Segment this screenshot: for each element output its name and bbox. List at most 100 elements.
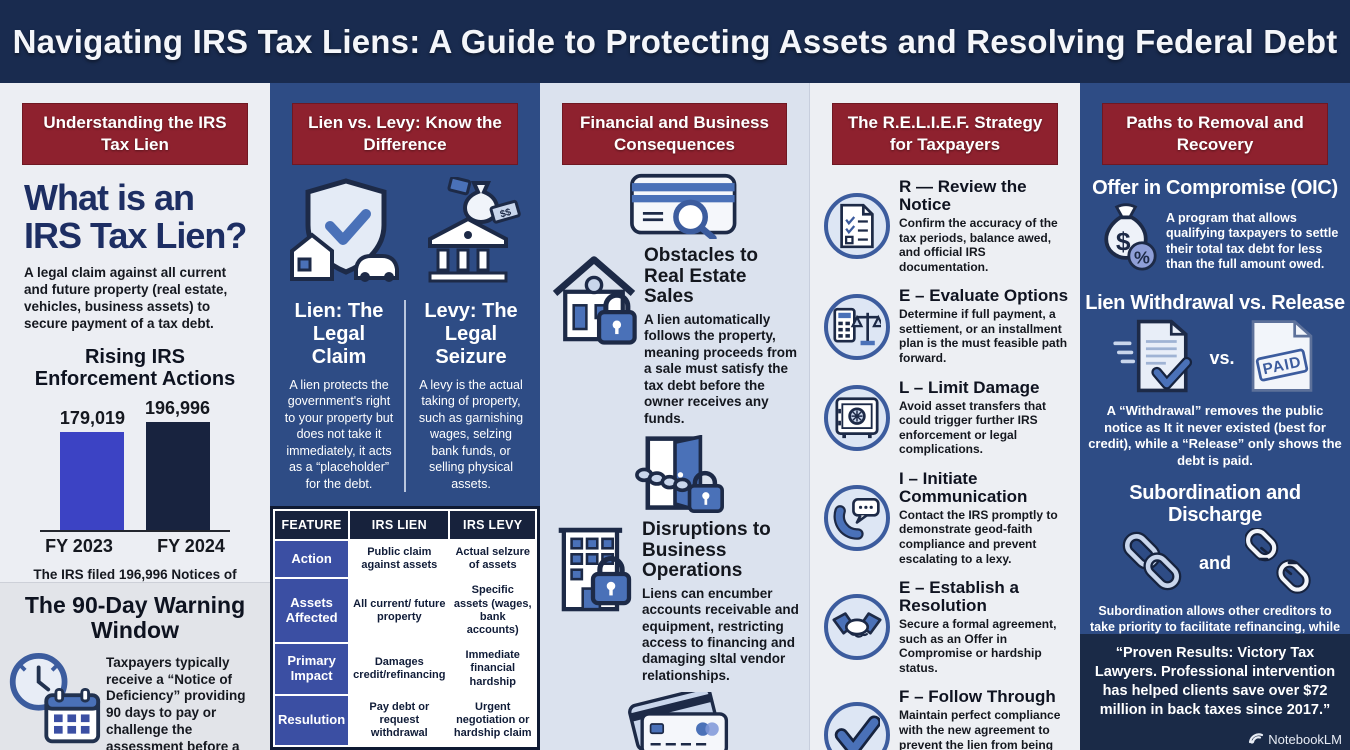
step-title: I – Initiate Communication — [899, 469, 1028, 506]
row-label: Action — [275, 541, 349, 578]
step-title: E – Establish a Resolution — [899, 578, 1019, 616]
step-body: Secure a formal agreement, such as an Of… — [899, 616, 1057, 675]
infographic-columns: Understanding the IRS Tax Lien What is a… — [0, 83, 1350, 750]
column-removal-recovery: Paths to Removal and Recovery Offer in C… — [1080, 83, 1350, 750]
oic-block: $ % A program that allows qualifying tax… — [1094, 203, 1340, 280]
lien-title: Lien: The Legal Claim — [294, 300, 384, 368]
and-label: and — [1198, 552, 1231, 573]
section-header: Financial and Business Consequences — [562, 103, 787, 166]
house-lock-icon — [550, 246, 638, 351]
chart-x-axis-labels: FY 2023 FY 2024 — [0, 536, 270, 557]
cell: Public claim against assets — [350, 541, 449, 578]
step-body: Determine if full payment, a settiement,… — [899, 307, 1068, 366]
title-banner: Navigating IRS Tax Liens: A Guide to Pro… — [0, 0, 1350, 83]
column-consequences: Financial and Business Consequences — [540, 83, 810, 750]
safe-vault-icon — [824, 384, 890, 451]
bar-group-fy2023: 179,019 — [59, 408, 125, 531]
levy-body: A levy is the actual taking of property,… — [418, 377, 524, 491]
door-chain-lock-icon — [540, 434, 809, 518]
table-header-lien: IRS LIEN — [350, 511, 449, 540]
lien-definition-text: A legal claim against all current and fu… — [24, 264, 228, 331]
consequence-title: Obstacles to Real Estate Sales — [644, 245, 759, 308]
paid-document-icon: PAID — [1247, 318, 1317, 399]
broken-chain-icon — [1243, 526, 1311, 599]
row-label: Primary Impact — [275, 644, 349, 694]
cell: All current/ future property — [350, 579, 449, 643]
lien-levy-comparison-table: FEATURE IRS LIEN IRS LEVY Action Public … — [270, 506, 540, 750]
section-header: The R.E.L.I.E.F. Strategy for Taxpayers — [832, 103, 1058, 166]
cell: Damages credit/refinancing — [350, 644, 449, 694]
x-tick-fy2023: FY 2023 — [45, 536, 113, 557]
lien-body: A lien protects the government's right t… — [284, 377, 394, 491]
credit-cards-icon — [540, 687, 809, 750]
step-title: E – Evaluate Options — [899, 286, 1069, 306]
bar-value-label: 196,996 — [145, 398, 211, 419]
vs-label: vs. — [1209, 348, 1235, 369]
enforcement-bar-chart: 179,019 196,996 — [40, 392, 230, 533]
relief-step: I – Initiate Communication Contact the I… — [824, 470, 1072, 566]
chart-title: Rising IRS Enforcement Actions — [34, 345, 236, 390]
calculator-scales-icon — [824, 293, 890, 360]
handshake-icon — [824, 594, 890, 661]
dollar-tag-glyph: $$ — [499, 207, 513, 221]
section-header: Paths to Removal and Recovery — [1102, 103, 1328, 166]
cell: Specific assets (wages, bank accounts) — [450, 579, 535, 643]
ninety-day-text: Taxpayers typically receive a “Notice of… — [106, 654, 246, 750]
shield-house-car-icon — [288, 177, 404, 288]
notebooklm-logo-icon — [1248, 731, 1264, 747]
table-row: Assets Affected All current/ future prop… — [275, 579, 535, 643]
step-title: F – Follow Through — [899, 687, 1056, 707]
withdrawal-heading: Lien Withdrawal vs. Release — [1085, 292, 1345, 315]
checklist-document-icon — [824, 193, 890, 260]
step-body: Maintain perfect compliance with the new… — [899, 708, 1061, 750]
results-quote-box: “Proven Results: Victory Tax Lawyers. Pr… — [1080, 634, 1350, 750]
bar-group-fy2024: 196,996 — [145, 398, 211, 531]
step-title: L – Limit Damage — [899, 377, 1040, 397]
chain-icons-row: and — [1080, 526, 1350, 599]
column-understanding-lien: Understanding the IRS Tax Lien What is a… — [0, 83, 270, 750]
watermark: NotebookLM — [1248, 731, 1342, 747]
money-bag-icon: $ % — [1094, 203, 1158, 280]
relief-step: F – Follow Through Maintain perfect comp… — [824, 688, 1072, 750]
consequence-title: Disruptions to Business Operations — [642, 519, 771, 582]
withdrawn-document-icon — [1113, 318, 1197, 399]
bank-seizure-icon: $$ — [418, 176, 522, 288]
row-label: Resulution — [275, 695, 349, 746]
column-lien-vs-levy: Lien vs. Levy: Know the Difference — [270, 83, 540, 750]
oic-body: A program that allows qualifying taxpaye… — [1166, 211, 1339, 271]
consequence-body: Liens can encumber accounts receivable a… — [642, 585, 799, 683]
bar-value-label: 179,019 — [59, 408, 125, 429]
withdrawal-body: A “Withdrawal” removes the public notice… — [1088, 403, 1342, 469]
relief-step: L – Limit Damage Avoid asset transfers t… — [824, 377, 1072, 457]
cell: Pay debt or request withdrawal — [350, 695, 449, 746]
consequence-body: A lien automatically follows the propert… — [644, 311, 798, 426]
relief-step: E – Establish a Resolution Secure a form… — [824, 579, 1072, 675]
ninety-day-window-section: The 90-Day Warning Window — [0, 582, 270, 750]
subordination-heading: Subordination and Discharge — [1129, 481, 1301, 526]
cell: Immediate financial hardship — [450, 644, 535, 694]
table-header-feature: FEATURE — [275, 511, 349, 540]
checkmark-icon — [824, 701, 890, 750]
table-header-levy: IRS LEVY — [450, 511, 535, 540]
bar-fy2023 — [60, 432, 125, 531]
step-title: R — Review the Notice — [899, 177, 1027, 215]
phone-chat-icon — [824, 485, 890, 552]
clock-calendar-icon — [6, 651, 102, 750]
quote-text: “Proven Results: Victory Tax Lawyers. Pr… — [1094, 645, 1336, 718]
step-body: Confirm the accuracy of the tax periods,… — [899, 215, 1058, 274]
levy-title: Levy: The Legal Seizure — [424, 300, 518, 368]
card-magnifier-icon — [540, 173, 809, 244]
watermark-label: NotebookLM — [1268, 731, 1342, 747]
table-row: Action Public claim against assets Actua… — [275, 541, 535, 578]
cell: Actual selzure of assets — [450, 541, 535, 578]
what-is-lien-heading: What is an IRS Tax Lien? — [24, 177, 247, 257]
percent-glyph: % — [1134, 248, 1150, 268]
relief-step: R — Review the Notice Confirm the accura… — [824, 178, 1072, 274]
dollar-glyph: $ — [1116, 226, 1131, 256]
building-lock-icon — [550, 520, 636, 621]
lien-definition-block: Lien: The Legal Claim A lien protects th… — [274, 300, 404, 492]
chain-link-icon — [1119, 528, 1185, 599]
table-row: Primary Impact Damages credit/refinancin… — [275, 644, 535, 694]
cell: Urgent negotiation or hardship claim — [450, 695, 535, 746]
row-label: Assets Affected — [275, 579, 349, 643]
